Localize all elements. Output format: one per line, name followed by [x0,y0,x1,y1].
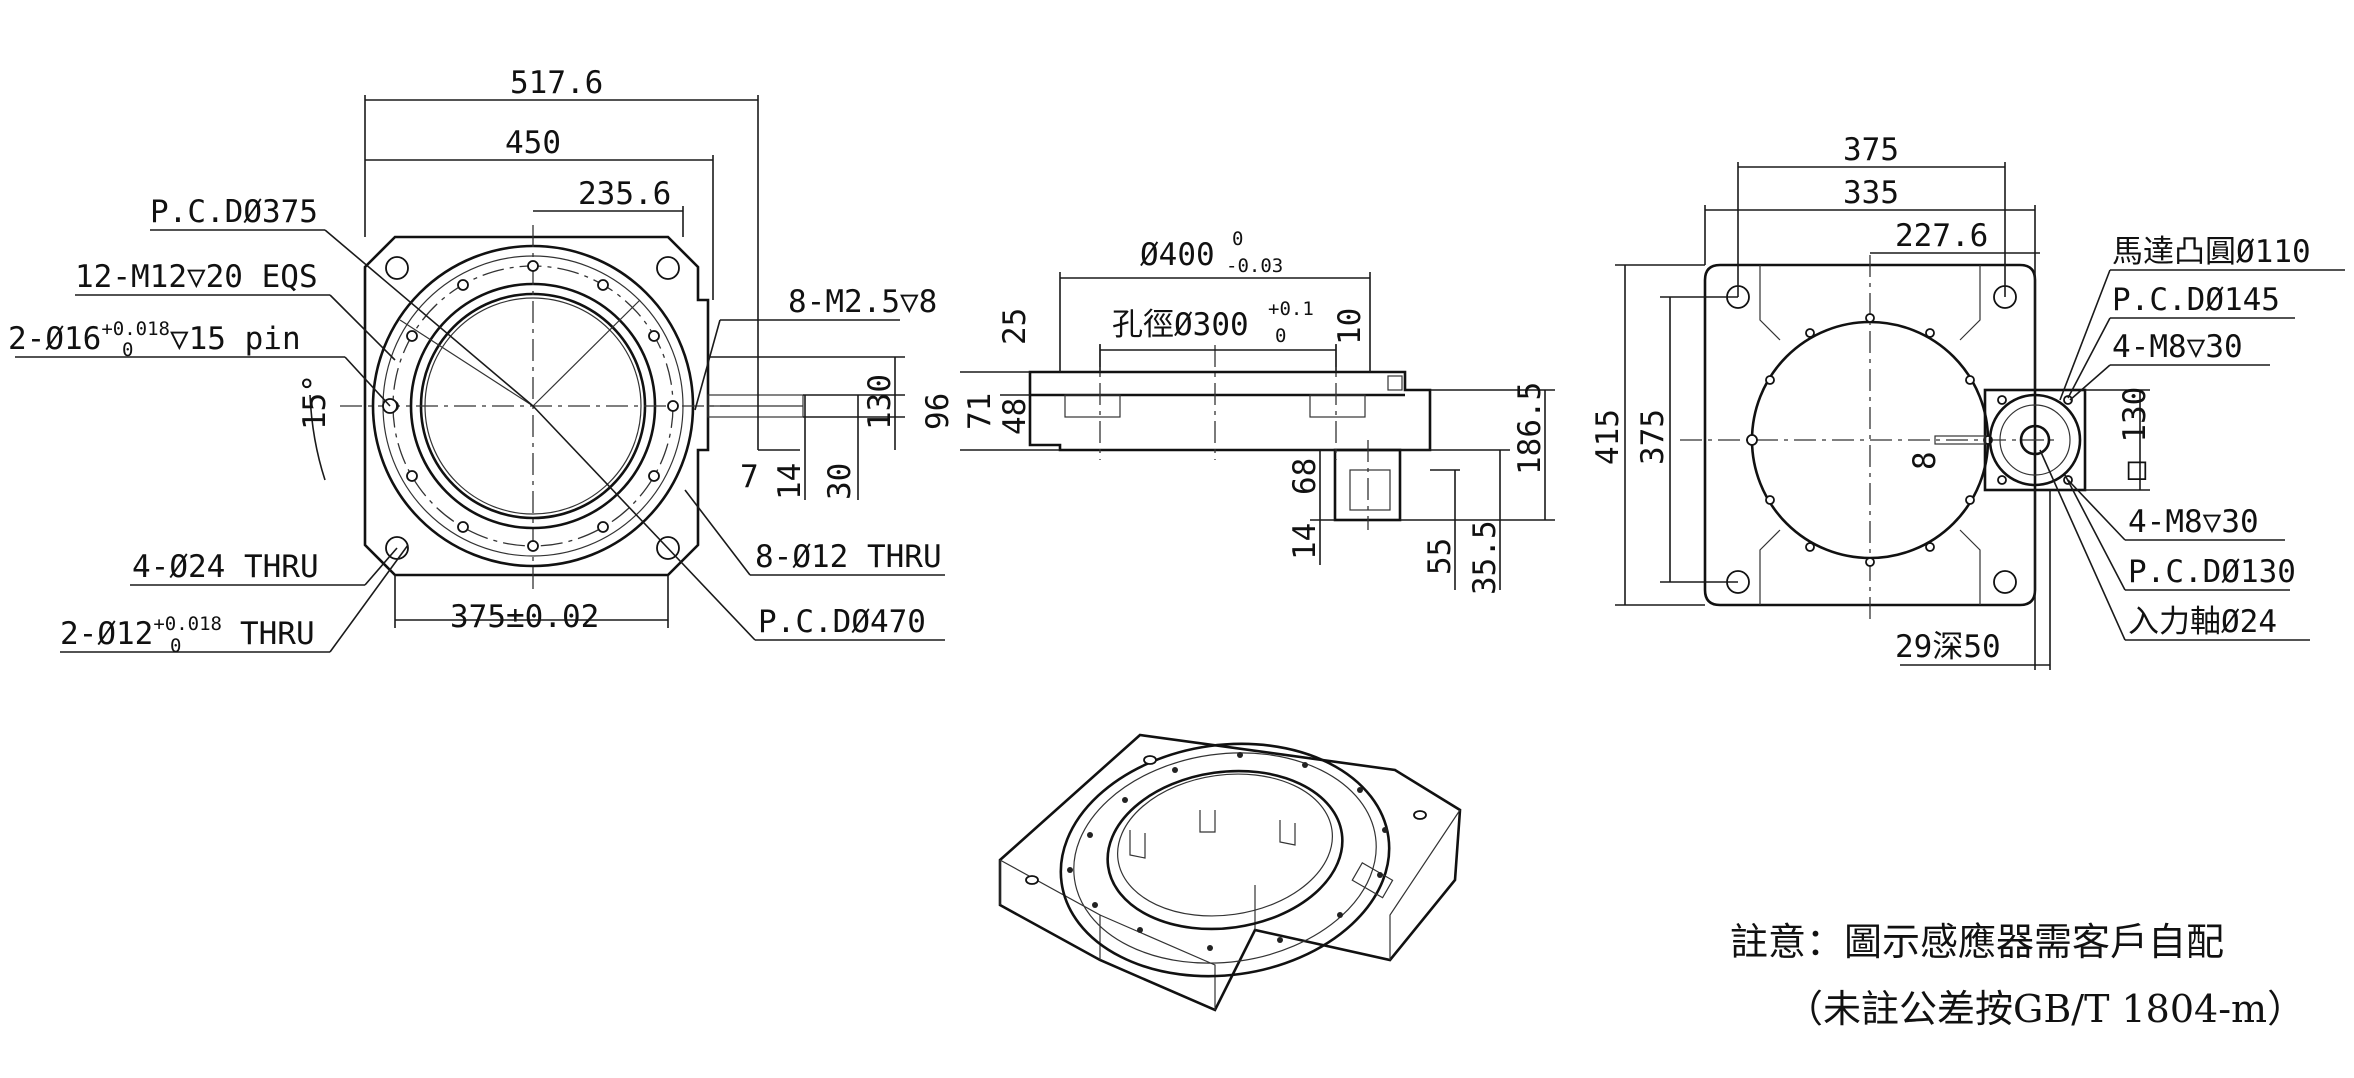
bolt-holes-front [382,260,679,552]
note-line-1: 註意：圖示感應器需客戶自配 [1730,920,2224,964]
label-pin16-tol0: 0 [122,339,133,361]
side-dims-lines [960,272,1555,590]
iso-outer-ring [1059,742,1391,978]
front-dims-lines [15,95,945,653]
dim-35: 35.5 [1467,520,1503,595]
label-m8-b: 4-M8▽30 [2128,504,2259,540]
dim-25: 25 [997,308,1033,345]
corner-hole [656,256,680,280]
label-angle15: 15° [297,374,333,430]
dim-10: 10 [1332,308,1368,345]
isometric-view [998,733,1462,1012]
dim-7: 7 [740,459,759,495]
label-motor110: 馬達凸圓Ø110 [2112,234,2311,270]
label-m8-a: 4-M8▽30 [2112,329,2243,365]
dim-14-side: 14 [1287,523,1323,560]
label-shaft24: 入力軸Ø24 [2128,604,2277,640]
dim-400: Ø400 [1140,237,1215,273]
dim-517: 517.6 [510,65,603,101]
dim-14-front: 14 [772,463,808,500]
note-line-2: （未註公差按GB/T 1804-m） [1785,987,2305,1031]
dim-450: 450 [505,125,561,161]
label-m12: 12-M12▽20 EQS [75,259,318,295]
label-pcd130: P.C.DØ130 [2128,554,2296,590]
label-m25: 8-M2.5▽8 [788,284,937,320]
dim-335: 335 [1843,175,1899,211]
dim-186: 186.5 [1512,382,1548,475]
front-view: 517.6 450 235.6 P.C.DØ375 12-M12▽20 EQS … [8,65,945,657]
bolt-holes-top [1746,313,1993,567]
top-dims-lines [1615,162,2345,670]
dim-375tol: 375±0.02 [450,599,599,635]
label-pin16: 2-Ø16+0.018▽15 pin [8,318,301,357]
top-view-outline [1703,263,2037,607]
dim-375-vert: 375 [1635,409,1671,465]
dim-227: 227.6 [1895,218,1988,254]
dim-400-up: 0 [1232,228,1243,250]
dim-30-front: 30 [822,463,858,500]
dim-400-lo: -0.03 [1226,255,1283,277]
dim-68: 68 [1287,458,1323,495]
side-view-outline [1028,370,1432,452]
dim-96: 96 [920,393,956,430]
front-view-outline [363,235,710,577]
label-pin12-tol0: 0 [170,635,181,657]
corner-hole [385,256,409,280]
dim-415: 415 [1590,409,1626,465]
dim-48: 48 [997,398,1033,435]
dim-55: 55 [1422,538,1458,575]
dim-hole300-lo: 0 [1275,325,1286,347]
dim-71: 71 [962,393,998,430]
dim-235: 235.6 [578,176,671,212]
label-depth: 29深50 [1895,629,2001,665]
label-thru12: 8-Ø12 THRU [755,539,942,575]
dim-8: 8 [1907,451,1943,470]
iso-bolt-dots [1067,752,1388,951]
label-pcd145: P.C.DØ145 [2112,282,2280,318]
label-sq130: □ 130 [2117,387,2153,480]
dim-375-top: 375 [1843,132,1899,168]
label-thru24: 4-Ø24 THRU [132,549,319,585]
label-pcd470: P.C.DØ470 [758,604,926,640]
dim-130-front: 130 [862,374,898,430]
top-view: 375 335 227.6 415 375 8 馬達凸圓Ø110 P.C.DØ1… [1590,132,2345,670]
side-view: Ø400 0 -0.03 孔徑Ø300 +0.1 0 25 10 96 71 4… [920,228,1555,595]
dim-hole300-up: +0.1 [1268,298,1314,320]
notes: 註意：圖示感應器需客戶自配 （未註公差按GB/T 1804-m） [1730,920,2305,1031]
label-pcd375: P.C.DØ375 [150,194,318,230]
dim-hole300: 孔徑Ø300 [1112,307,1249,343]
